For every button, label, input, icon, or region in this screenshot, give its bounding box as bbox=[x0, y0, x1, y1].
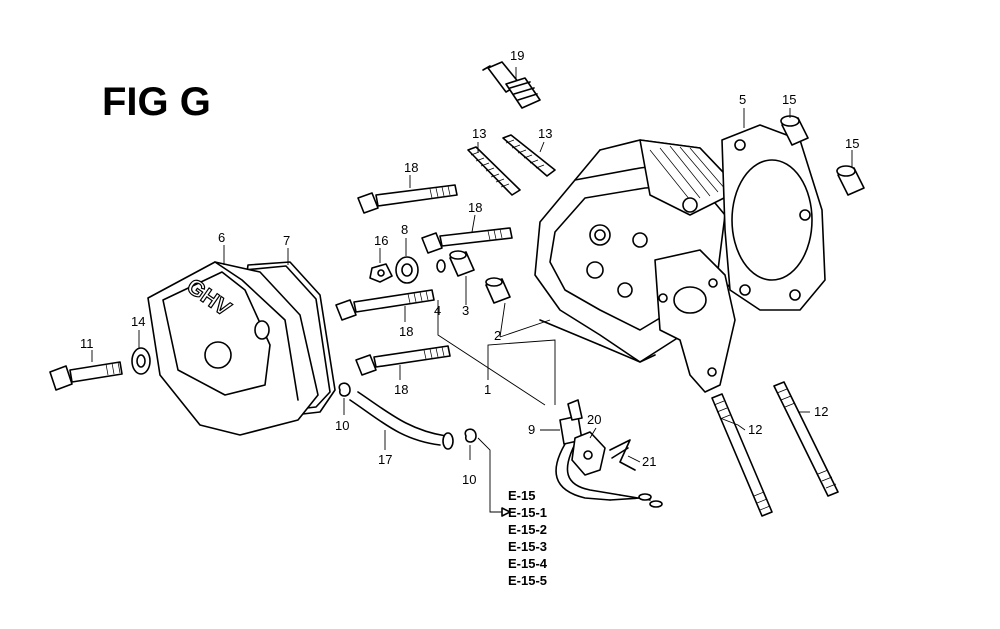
sensor-holder bbox=[571, 431, 606, 476]
callout-20: 20 bbox=[587, 412, 601, 427]
callout-17: 17 bbox=[378, 452, 392, 467]
o-ring bbox=[436, 259, 446, 273]
head-gasket bbox=[721, 124, 826, 311]
callout-19: 19 bbox=[510, 48, 524, 63]
flange-bolt-top bbox=[357, 184, 458, 214]
ref-e15-1: E-15-1 bbox=[508, 505, 547, 520]
stud-bolt-1 bbox=[467, 146, 521, 196]
flange-bolt-left bbox=[335, 289, 435, 321]
figure-title: FIG G bbox=[102, 80, 211, 124]
ref-e15-5: E-15-5 bbox=[508, 573, 547, 588]
callout-1: 1 bbox=[484, 382, 491, 397]
tube-clip-upper bbox=[338, 382, 351, 397]
callout-18-top: 18 bbox=[404, 160, 418, 175]
callout-12-right: 12 bbox=[814, 404, 828, 419]
dowel-pin-2 bbox=[836, 165, 865, 196]
callout-5: 5 bbox=[739, 92, 746, 107]
cover-bolt bbox=[49, 361, 123, 391]
callout-8: 8 bbox=[401, 222, 408, 237]
stud-bolt-2 bbox=[502, 134, 556, 177]
callout-11: 11 bbox=[80, 336, 94, 351]
callout-18-mid: 18 bbox=[468, 200, 482, 215]
callout-13-left: 13 bbox=[472, 126, 486, 141]
callout-13-right: 13 bbox=[538, 126, 552, 141]
long-stud-2 bbox=[773, 381, 839, 497]
callout-10-upper: 10 bbox=[335, 418, 349, 433]
callout-15-right: 15 bbox=[845, 136, 859, 151]
callout-numbers: 19 13 13 18 18 16 8 4 3 2 1 18 18 5 15 1… bbox=[80, 48, 859, 487]
cylinder-head bbox=[534, 139, 746, 393]
head-cover: GHV bbox=[147, 261, 319, 436]
callout-14: 14 bbox=[131, 314, 145, 329]
callout-6: 6 bbox=[218, 230, 225, 245]
collar-3 bbox=[449, 250, 475, 277]
cross-references: E-15 E-15-1 E-15-2 E-15-3 E-15-4 E-15-5 bbox=[508, 488, 548, 588]
ref-e15: E-15 bbox=[508, 488, 535, 503]
tube-clip-lower bbox=[464, 428, 477, 443]
callout-12-left: 12 bbox=[748, 422, 762, 437]
flange-bolt-mid bbox=[421, 227, 513, 254]
callout-9: 9 bbox=[528, 422, 535, 437]
callout-2: 2 bbox=[494, 328, 501, 343]
collar-2 bbox=[485, 277, 511, 304]
callout-4: 4 bbox=[434, 303, 441, 318]
wire-clamp bbox=[609, 439, 636, 471]
leader-lines bbox=[91, 67, 853, 517]
ref-e15-3: E-15-3 bbox=[508, 539, 547, 554]
seal-washer bbox=[395, 256, 419, 284]
callout-16: 16 bbox=[374, 233, 388, 248]
flange-bolt-bottom bbox=[355, 345, 451, 376]
callout-3: 3 bbox=[462, 303, 469, 318]
callout-21: 21 bbox=[642, 454, 656, 469]
callout-15-top: 15 bbox=[782, 92, 796, 107]
nut bbox=[369, 263, 393, 283]
ref-e15-4: E-15-4 bbox=[508, 556, 548, 571]
callout-7: 7 bbox=[283, 233, 290, 248]
callout-18-bottom: 18 bbox=[394, 382, 408, 397]
spark-plug bbox=[482, 61, 541, 109]
dowel-pin-1 bbox=[780, 115, 809, 146]
ref-e15-2: E-15-2 bbox=[508, 522, 547, 537]
callout-10-lower: 10 bbox=[462, 472, 476, 487]
breather-tube bbox=[349, 391, 454, 450]
callout-18-left: 18 bbox=[399, 324, 413, 339]
long-stud-1 bbox=[711, 393, 773, 517]
cover-washer bbox=[131, 347, 151, 375]
